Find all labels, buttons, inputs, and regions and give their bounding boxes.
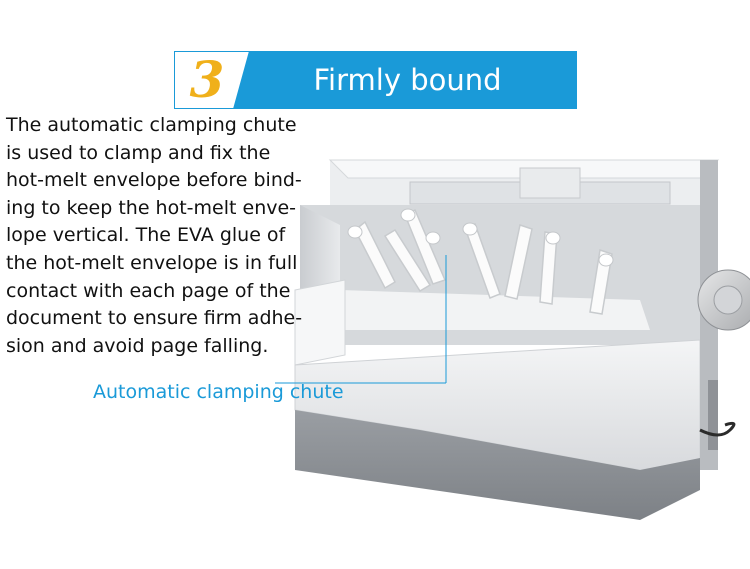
description-line: ing to keep the hot-melt enve- (6, 196, 297, 219)
clamping-arms (354, 208, 613, 315)
side-handle (708, 380, 718, 450)
callout-leader (275, 255, 447, 384)
description-line: lope vertical. The EVA glue of (6, 224, 286, 247)
clamping-pins (347, 208, 614, 267)
handle-cord (699, 421, 736, 437)
feature-description: The automatic clamping chute is used to … (6, 112, 316, 360)
description-line: hot-melt envelope before bind- (6, 169, 302, 192)
description-line: document to ensure firm adhe- (6, 307, 303, 330)
callout-label: Automatic clamping chute (93, 381, 344, 403)
section-title: Firmly bound (313, 63, 502, 97)
machine-base (295, 410, 700, 520)
description-line: the hot-melt envelope is in full (6, 251, 298, 274)
description-line: contact with each page of the (6, 279, 291, 302)
section-banner-accent (233, 51, 577, 109)
section-number: 3 (189, 50, 225, 109)
chute-front-panel (294, 279, 346, 366)
description-line: is used to clamp and fix the (6, 141, 271, 164)
description-line: The automatic clamping chute (6, 114, 297, 136)
description-line: sion and avoid page falling. (6, 334, 269, 357)
chute-floor (340, 290, 650, 330)
machine-inner-rail (519, 167, 581, 199)
control-knob-center (713, 285, 743, 315)
